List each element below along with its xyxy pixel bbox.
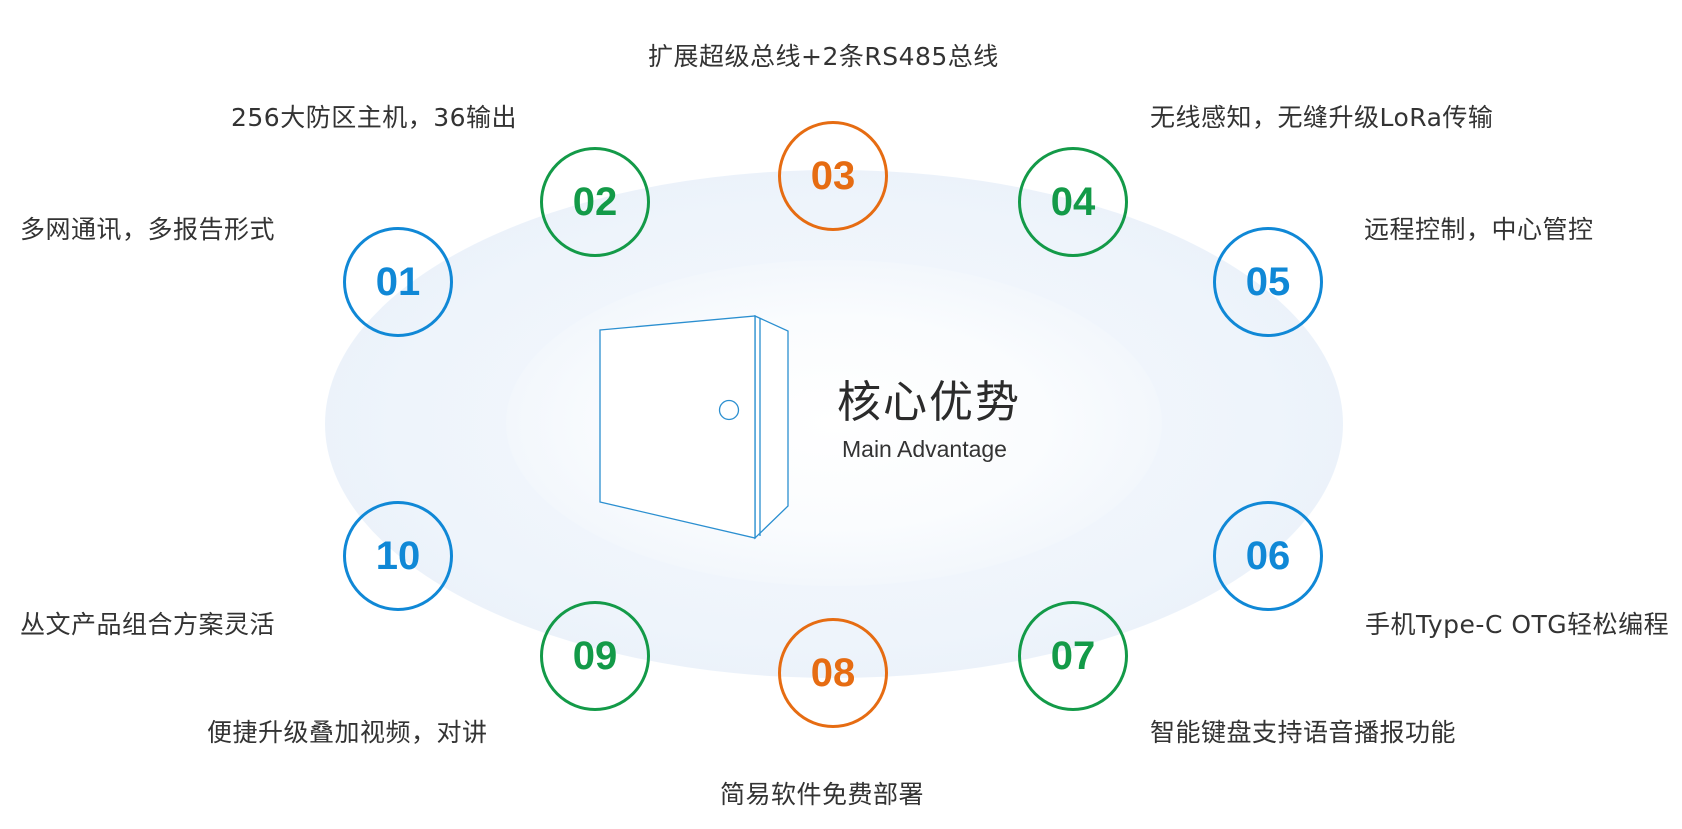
badge-number: 08 bbox=[810, 650, 856, 695]
feature-label-01: 多网通讯，多报告形式 bbox=[20, 215, 276, 244]
feature-badge-07[interactable]: 07 bbox=[1018, 601, 1128, 711]
feature-label-02: 256大防区主机，36输出 bbox=[231, 103, 518, 132]
feature-badge-06[interactable]: 06 bbox=[1213, 501, 1323, 611]
center-title: 核心优势 bbox=[837, 377, 1021, 428]
badge-number: 05 bbox=[1245, 259, 1291, 304]
feature-label-07: 智能键盘支持语音播报功能 bbox=[1150, 718, 1457, 747]
feature-label-09: 便捷升级叠加视频，对讲 bbox=[207, 718, 488, 747]
feature-badge-08[interactable]: 08 bbox=[778, 618, 888, 728]
badge-number: 06 bbox=[1245, 533, 1291, 578]
cabinet-icon bbox=[599, 314, 789, 540]
feature-label-04: 无线感知，无缝升级LoRa传输 bbox=[1150, 103, 1494, 132]
center-subtitle: Main Advantage bbox=[842, 436, 1007, 462]
feature-label-05: 远程控制，中心管控 bbox=[1364, 215, 1594, 244]
badge-number: 09 bbox=[572, 633, 618, 678]
feature-badge-03[interactable]: 03 bbox=[778, 121, 888, 231]
badge-number: 02 bbox=[572, 179, 618, 224]
feature-badge-05[interactable]: 05 bbox=[1213, 227, 1323, 337]
badge-number: 07 bbox=[1050, 633, 1096, 678]
badge-number: 10 bbox=[375, 533, 421, 578]
feature-label-06: 手机Type-C OTG轻松编程 bbox=[1365, 610, 1670, 639]
feature-badge-01[interactable]: 01 bbox=[343, 227, 453, 337]
badge-number: 03 bbox=[810, 153, 856, 198]
feature-badge-10[interactable]: 10 bbox=[343, 501, 453, 611]
feature-badge-09[interactable]: 09 bbox=[540, 601, 650, 711]
badge-number: 04 bbox=[1050, 179, 1096, 224]
feature-label-08: 简易软件免费部署 bbox=[720, 780, 925, 809]
feature-badge-04[interactable]: 04 bbox=[1018, 147, 1128, 257]
feature-label-10: 丛文产品组合方案灵活 bbox=[20, 610, 276, 639]
feature-badge-02[interactable]: 02 bbox=[540, 147, 650, 257]
feature-label-03: 扩展超级总线+2条RS485总线 bbox=[648, 42, 999, 71]
badge-number: 01 bbox=[375, 259, 421, 304]
